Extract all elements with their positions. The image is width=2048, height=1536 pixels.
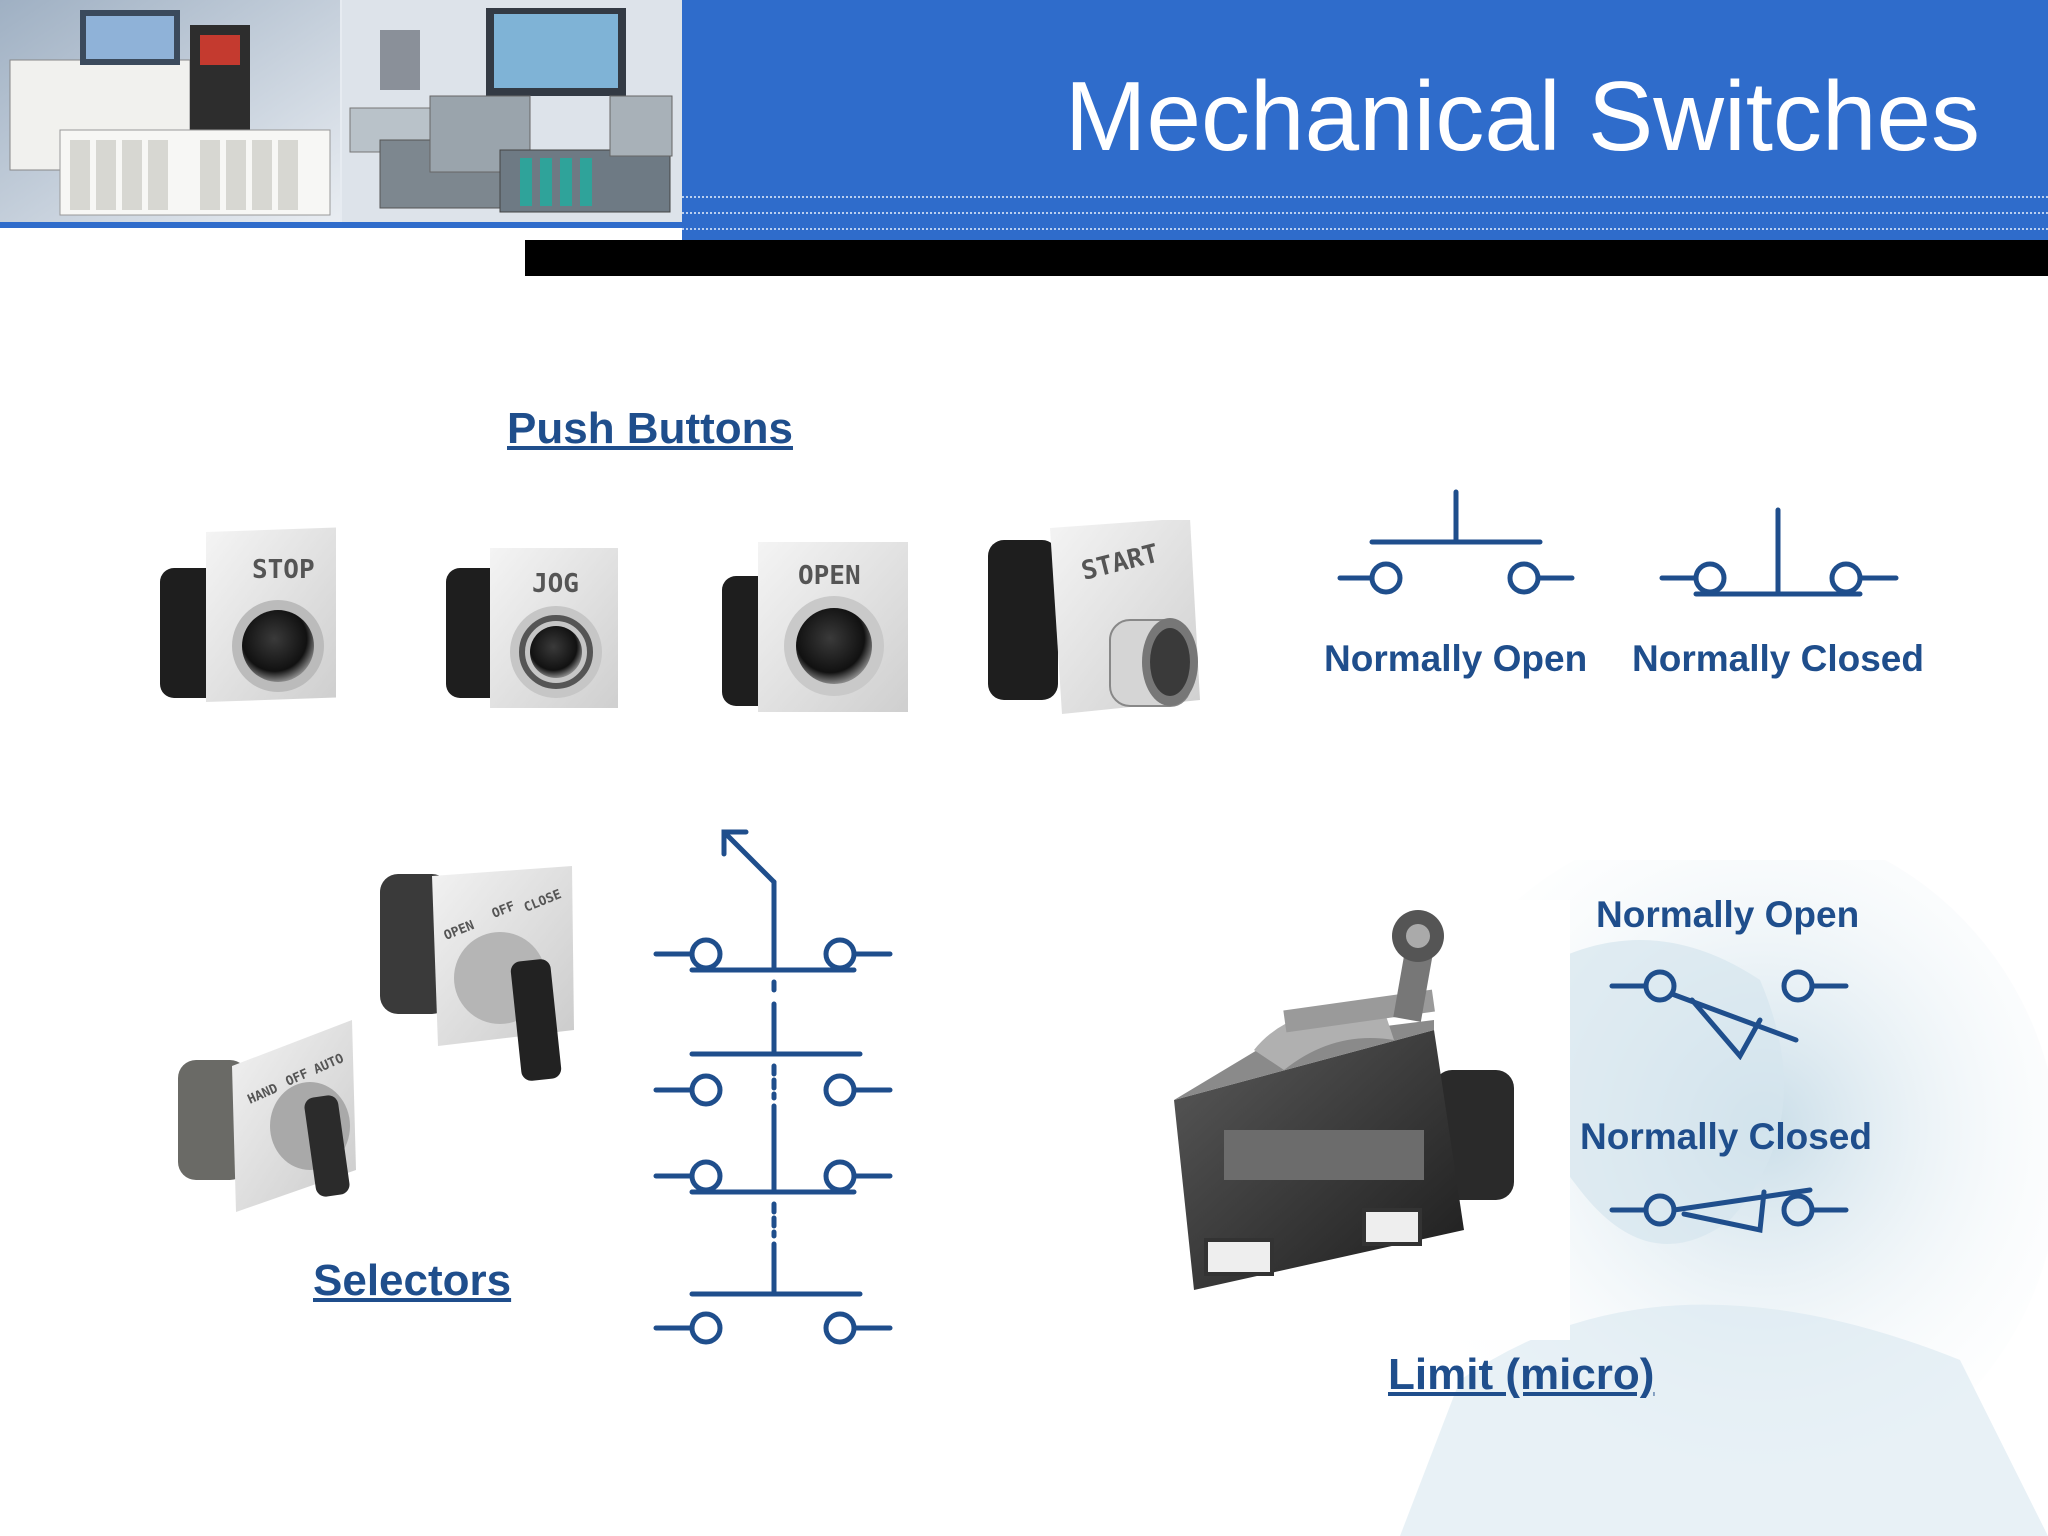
title-banner xyxy=(682,0,2048,240)
start-button-photo xyxy=(988,520,1200,714)
selector-switch-symbol xyxy=(653,829,893,1345)
pushbutton-normally-closed-label: Normally Closed xyxy=(1632,638,1924,679)
selectors-heading: Selectors xyxy=(313,1256,512,1305)
limit-switch-photo xyxy=(1134,900,1570,1340)
limit-normally-open-label: Normally Open xyxy=(1596,894,1860,935)
normally-closed-pushbutton-symbol xyxy=(1659,507,1899,597)
stop-button-photo xyxy=(160,527,336,703)
header-rule-left xyxy=(0,222,682,228)
push-button-photos: STOP JOG OPEN START xyxy=(160,520,1200,714)
pushbutton-normally-open-label: Normally Open xyxy=(1324,638,1588,679)
push-buttons-heading: Push Buttons xyxy=(507,404,793,453)
plc-equipment-image xyxy=(0,0,682,222)
push-button-symbols xyxy=(1337,489,1899,597)
upper-selector-photo xyxy=(380,866,574,1081)
open-button-label: OPEN xyxy=(798,561,861,591)
slide-title: Mechanical Switches xyxy=(1064,61,1980,171)
jog-button-photo xyxy=(446,548,618,708)
header-rule xyxy=(525,240,2048,276)
limit-switch-heading: Limit (micro) xyxy=(1388,1350,1655,1399)
limit-normally-open-symbol xyxy=(1609,969,1849,1060)
normally-open-pushbutton-symbol xyxy=(1337,489,1575,595)
open-button-photo xyxy=(722,542,908,712)
jog-button-label: JOG xyxy=(532,569,579,599)
limit-normally-closed-label: Normally Closed xyxy=(1580,1116,1872,1157)
limit-normally-closed-symbol xyxy=(1609,1187,1849,1234)
stop-button-label: STOP xyxy=(252,555,315,585)
selector-switch-photos: OPEN OFF CLOSE HAND OFF AUTO xyxy=(178,866,574,1212)
lower-selector-photo xyxy=(178,1020,356,1212)
